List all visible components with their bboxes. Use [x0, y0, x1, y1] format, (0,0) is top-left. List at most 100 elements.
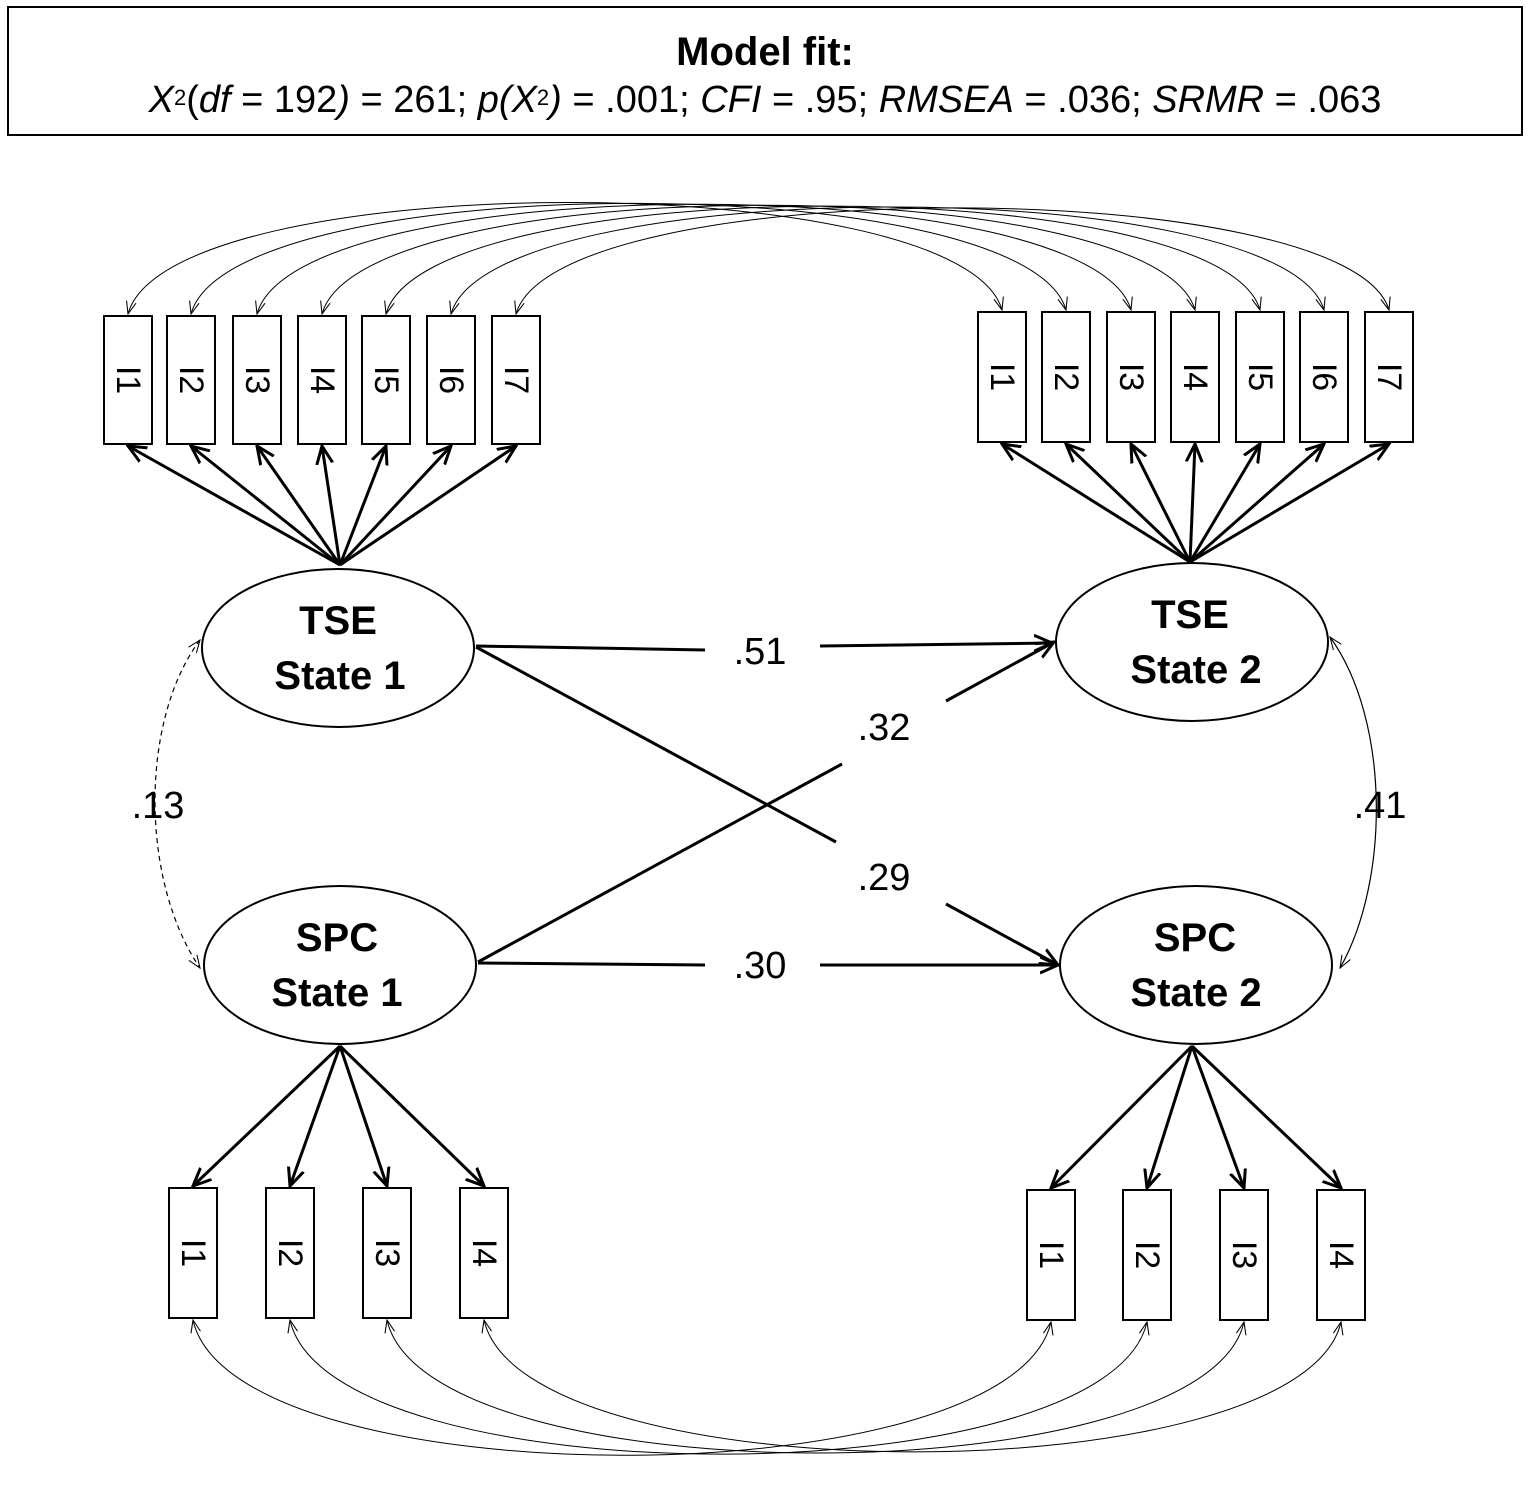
latent-label-line1: TSE: [299, 599, 377, 643]
rmsea-value: = .036;: [1013, 79, 1153, 121]
loading-tse2-7: [1189, 444, 1389, 564]
path-spc1-tse2-upper: [945, 642, 1054, 703]
indicator-label: I5: [367, 366, 405, 394]
indicator-label: I3: [238, 366, 276, 394]
indicator-box: [1041, 311, 1091, 443]
indicator-box: [1219, 1189, 1269, 1321]
residual-cov-tse-item-2: [191, 202, 1066, 314]
coef-spc1-spc2: .30: [734, 945, 787, 987]
indicator-tse1-3: I3: [232, 315, 282, 445]
latent-tse-state-1: TSE State 1: [201, 568, 475, 728]
tse-residual-covariance-arcs: [128, 202, 1389, 314]
latent-label-line1: TSE: [1151, 593, 1229, 637]
indicator-box: [1122, 1189, 1172, 1321]
indicator-label: I4: [1322, 1241, 1360, 1269]
indicator-box: [459, 1187, 509, 1319]
indicator-label: I4: [1176, 363, 1214, 391]
covariance-tse1-spc1: [154, 640, 200, 968]
path-tse1-tse2-left: [475, 644, 706, 652]
indicator-tse2-7: I7: [1364, 311, 1414, 443]
indicator-box: [1364, 311, 1414, 443]
indicator-tse1-7: I7: [491, 315, 541, 445]
latent-tse-state-2: TSE State 2: [1055, 562, 1329, 722]
loading-spc2-2: [1147, 1045, 1194, 1188]
model-fit-title: Model fit:: [676, 30, 854, 74]
indicator-label: I4: [465, 1239, 503, 1267]
latent-label-line1: SPC: [1154, 916, 1236, 960]
coefficient-labels: .51 .32 .29 .30 .13 .41: [132, 631, 1407, 987]
loading-tse2-4: [1190, 444, 1195, 563]
indicator-tse1-6: I6: [426, 315, 476, 445]
loading-tse1-5: [338, 446, 386, 566]
cfi-label: CFI: [700, 79, 762, 121]
covariance-tse2-spc2: [1330, 637, 1377, 968]
factor-loadings: [128, 444, 1389, 1188]
coef-tse1-spc1: .13: [132, 785, 185, 827]
indicator-label: I1: [1032, 1241, 1070, 1269]
srmr-label: SRMR: [1152, 79, 1265, 121]
indicator-label: I4: [303, 366, 341, 394]
spc-residual-covariance-arcs: [193, 1320, 1341, 1456]
loading-tse1-4: [322, 446, 342, 566]
indicator-box: [1235, 311, 1285, 443]
loading-tse1-7: [339, 446, 516, 567]
indicator-tse2-5: I5: [1235, 311, 1285, 443]
indicator-tse2-6: I6: [1299, 311, 1349, 443]
latent-ellipse: [203, 885, 477, 1045]
loading-tse2-6: [1189, 444, 1324, 564]
latent-label-line2: State 2: [1130, 648, 1261, 692]
residual-cov-spc-item-4: [484, 1320, 1341, 1453]
p-value: = .001;: [561, 79, 701, 121]
indicator-spc1-3: I3: [362, 1187, 412, 1319]
indicator-label: I3: [368, 1239, 406, 1267]
indicator-spc1-2: I2: [265, 1187, 315, 1319]
indicator-spc1-1: I1: [168, 1187, 218, 1319]
p-close: ): [549, 79, 562, 121]
indicator-box: [426, 315, 476, 445]
indicator-spc2-4: I4: [1316, 1189, 1366, 1321]
loading-tse1-2: [191, 446, 341, 567]
latent-label-line1: SPC: [296, 916, 378, 960]
indicator-label: I6: [432, 366, 470, 394]
latent-ellipse: [201, 568, 475, 728]
indicator-label: I2: [172, 366, 210, 394]
path-spc1-tse2-lower: [477, 762, 843, 964]
df-label: df: [198, 79, 231, 121]
latent-ellipse: [1059, 885, 1333, 1045]
indicator-box: [265, 1187, 315, 1319]
indicator-box: [1106, 311, 1156, 443]
loading-tse2-3: [1131, 444, 1192, 563]
residual-cov-spc-item-2: [290, 1320, 1147, 1455]
indicator-spc2-1: I1: [1026, 1189, 1076, 1321]
indicator-tse2-2: I2: [1041, 311, 1091, 443]
indicator-box: [297, 315, 347, 445]
indicator-box: [977, 311, 1027, 443]
residual-cov-tse-item-6: [451, 206, 1324, 314]
indicator-spc2-3: I3: [1219, 1189, 1269, 1321]
latent-ellipse: [1055, 562, 1329, 722]
loading-tse1-6: [338, 446, 451, 567]
latent-spc-state-2: SPC State 2: [1059, 885, 1333, 1045]
p-label: p(X: [477, 79, 537, 121]
indicator-label: I3: [1112, 363, 1150, 391]
model-fit-stats: X2(df = 192) = 261; p(X2) = .001; CFI = …: [9, 78, 1521, 122]
path-tse1-tse2-right: [819, 643, 1052, 646]
p-sup: 2: [536, 85, 550, 110]
residual-cov-spc-item-1: [193, 1320, 1051, 1456]
model-fit-box: Model fit: X2(df = 192) = 261; p(X2) = .…: [7, 6, 1523, 136]
indicator-box: [1316, 1189, 1366, 1321]
cfi-value: = .95;: [761, 79, 879, 121]
loading-tse1-1: [128, 446, 341, 567]
indicator-label: I3: [1225, 1241, 1263, 1269]
latent-label-line2: State 2: [1130, 971, 1261, 1015]
loading-tse1-3: [257, 446, 342, 566]
indicator-label: I7: [497, 366, 535, 394]
residual-cov-spc-item-3: [387, 1320, 1244, 1454]
indicator-spc2-2: I2: [1122, 1189, 1172, 1321]
indicator-tse1-4: I4: [297, 315, 347, 445]
latent-spc-state-1: SPC State 1: [203, 885, 477, 1045]
path-tse1-spc2-upper: [475, 645, 837, 844]
residual-cov-tse-item-3: [257, 203, 1131, 314]
loading-tse2-2: [1066, 444, 1192, 564]
path-tse1-spc2-lower: [945, 902, 1058, 965]
